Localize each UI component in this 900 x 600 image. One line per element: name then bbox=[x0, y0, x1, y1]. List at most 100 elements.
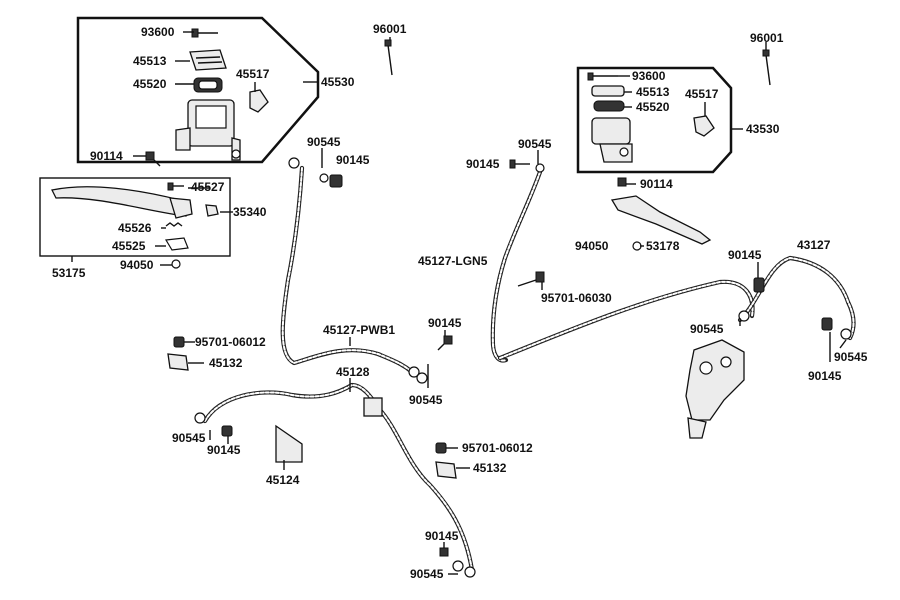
label-35340: 35340 bbox=[233, 205, 267, 219]
label-90145-d: 90145 bbox=[425, 529, 459, 543]
pin-45527 bbox=[167, 182, 184, 191]
label-90145-a: 90145 bbox=[336, 153, 370, 167]
washer-90545-e bbox=[535, 163, 545, 173]
washer-90545-f bbox=[738, 310, 750, 322]
bolt-90145-b bbox=[437, 335, 453, 351]
hose-clamp-45128 bbox=[363, 397, 383, 417]
label-90545-b: 90545 bbox=[409, 393, 443, 407]
bolt-90145-c bbox=[221, 425, 233, 437]
label-95701-06030: 95701-06030 bbox=[541, 291, 612, 305]
label-96001-right: 96001 bbox=[750, 31, 784, 45]
label-90114-left: 90114 bbox=[90, 149, 123, 163]
label-45526: 45526 bbox=[118, 221, 152, 235]
bracket-45124 bbox=[275, 424, 303, 463]
label-90545-f: 90545 bbox=[690, 322, 724, 336]
label-90145-f: 90145 bbox=[728, 248, 762, 262]
label-43127: 43127 bbox=[797, 238, 831, 252]
bolt-90114-left bbox=[145, 151, 161, 167]
diaphragm-45520-right bbox=[593, 100, 625, 112]
label-45517-right: 45517 bbox=[685, 87, 719, 101]
master-cylinder-body-right bbox=[591, 117, 633, 163]
label-45127-pwb1: 45127-PWB1 bbox=[323, 323, 395, 337]
label-45520-right: 45520 bbox=[636, 100, 670, 114]
label-45517-left: 45517 bbox=[236, 67, 270, 81]
master-cylinder-group-box-left bbox=[76, 16, 320, 164]
label-53175: 53175 bbox=[52, 266, 86, 280]
master-cylinder-body-left bbox=[175, 99, 241, 161]
bolt-95701-06012-a bbox=[173, 336, 185, 348]
bolt-95701-06030 bbox=[517, 271, 545, 287]
label-96001-left: 96001 bbox=[373, 22, 407, 36]
label-90145-c: 90145 bbox=[207, 443, 241, 457]
clamp-45517-right bbox=[693, 115, 715, 137]
washer-90545-b bbox=[408, 366, 428, 384]
label-45124: 45124 bbox=[266, 473, 300, 487]
label-94050-right: 94050 bbox=[575, 239, 609, 253]
spring-45526 bbox=[165, 222, 183, 227]
label-94050-left: 94050 bbox=[120, 258, 154, 272]
nut-94050-right bbox=[632, 241, 642, 251]
hose-43127 bbox=[737, 255, 856, 341]
label-90545-a: 90545 bbox=[307, 135, 341, 149]
diaphragm-plate-45513-left bbox=[189, 49, 227, 71]
hose-lower-right bbox=[497, 279, 755, 361]
washer-90545-a bbox=[288, 157, 300, 169]
bolt-90145-a bbox=[319, 173, 343, 188]
diaphragm-plate-45513-right bbox=[591, 85, 625, 97]
brake-valve-assembly bbox=[685, 339, 745, 439]
switch-35340 bbox=[205, 204, 219, 217]
label-45525: 45525 bbox=[112, 239, 146, 253]
label-45527: 45527 bbox=[191, 180, 225, 194]
label-45520-left: 45520 bbox=[133, 77, 167, 91]
bolt-90145-g bbox=[821, 317, 833, 331]
label-53178: 53178 bbox=[646, 239, 680, 253]
bushing-45525 bbox=[165, 237, 189, 251]
label-45513-left: 45513 bbox=[133, 54, 167, 68]
lever-group-box-left bbox=[39, 177, 231, 257]
label-95701-06012-a: 95701-06012 bbox=[195, 335, 266, 349]
nut-94050-left bbox=[171, 259, 181, 269]
bolt-90114-right bbox=[617, 177, 627, 187]
clamp-45517-left bbox=[249, 89, 269, 113]
screw-93600-right bbox=[587, 72, 618, 81]
label-90545-g: 90545 bbox=[834, 350, 868, 364]
brake-lever-53178 bbox=[610, 195, 712, 245]
washer-90545-g bbox=[840, 328, 852, 340]
label-95701-06012-b: 95701-06012 bbox=[462, 441, 533, 455]
washer-90545-c bbox=[194, 412, 206, 424]
label-90545-d: 90545 bbox=[410, 567, 444, 581]
part-labels: 93600 45513 45520 45517 45530 96001 9011… bbox=[52, 22, 868, 581]
label-45127-lgn5: 45127-LGN5 bbox=[418, 254, 488, 268]
label-90145-b: 90145 bbox=[428, 316, 462, 330]
label-45132-b: 45132 bbox=[473, 461, 507, 475]
label-90545-e: 90545 bbox=[518, 137, 552, 151]
label-43530: 43530 bbox=[746, 122, 780, 136]
label-90114-right: 90114 bbox=[640, 177, 673, 191]
diaphragm-45520-left bbox=[193, 77, 223, 93]
label-90145-g: 90145 bbox=[808, 369, 842, 383]
label-93600-right: 93600 bbox=[632, 69, 666, 83]
brake-lever-53175 bbox=[51, 186, 193, 219]
leader-lines bbox=[71, 31, 847, 575]
clamp-45132-a bbox=[167, 353, 189, 371]
master-cylinder-group-box-right bbox=[576, 66, 733, 174]
washer-90545-d bbox=[452, 560, 476, 578]
hose-45127-lgn5 bbox=[490, 169, 543, 363]
bolt-90145-d bbox=[439, 547, 449, 557]
label-90545-c: 90545 bbox=[172, 431, 206, 445]
hose-45128 bbox=[202, 382, 475, 573]
clamp-45132-b bbox=[435, 461, 457, 479]
bolt-90145-e bbox=[509, 159, 530, 169]
screw-96001-right bbox=[762, 49, 771, 86]
bolt-90145-f bbox=[753, 277, 765, 293]
label-45513-right: 45513 bbox=[636, 85, 670, 99]
label-45132-a: 45132 bbox=[209, 356, 243, 370]
screw-96001-left bbox=[384, 39, 393, 76]
label-45128: 45128 bbox=[336, 365, 370, 379]
bolt-95701-06012-b bbox=[435, 442, 447, 454]
screw-93600-left bbox=[191, 28, 218, 38]
label-93600-left: 93600 bbox=[141, 25, 175, 39]
label-45530: 45530 bbox=[321, 75, 355, 89]
